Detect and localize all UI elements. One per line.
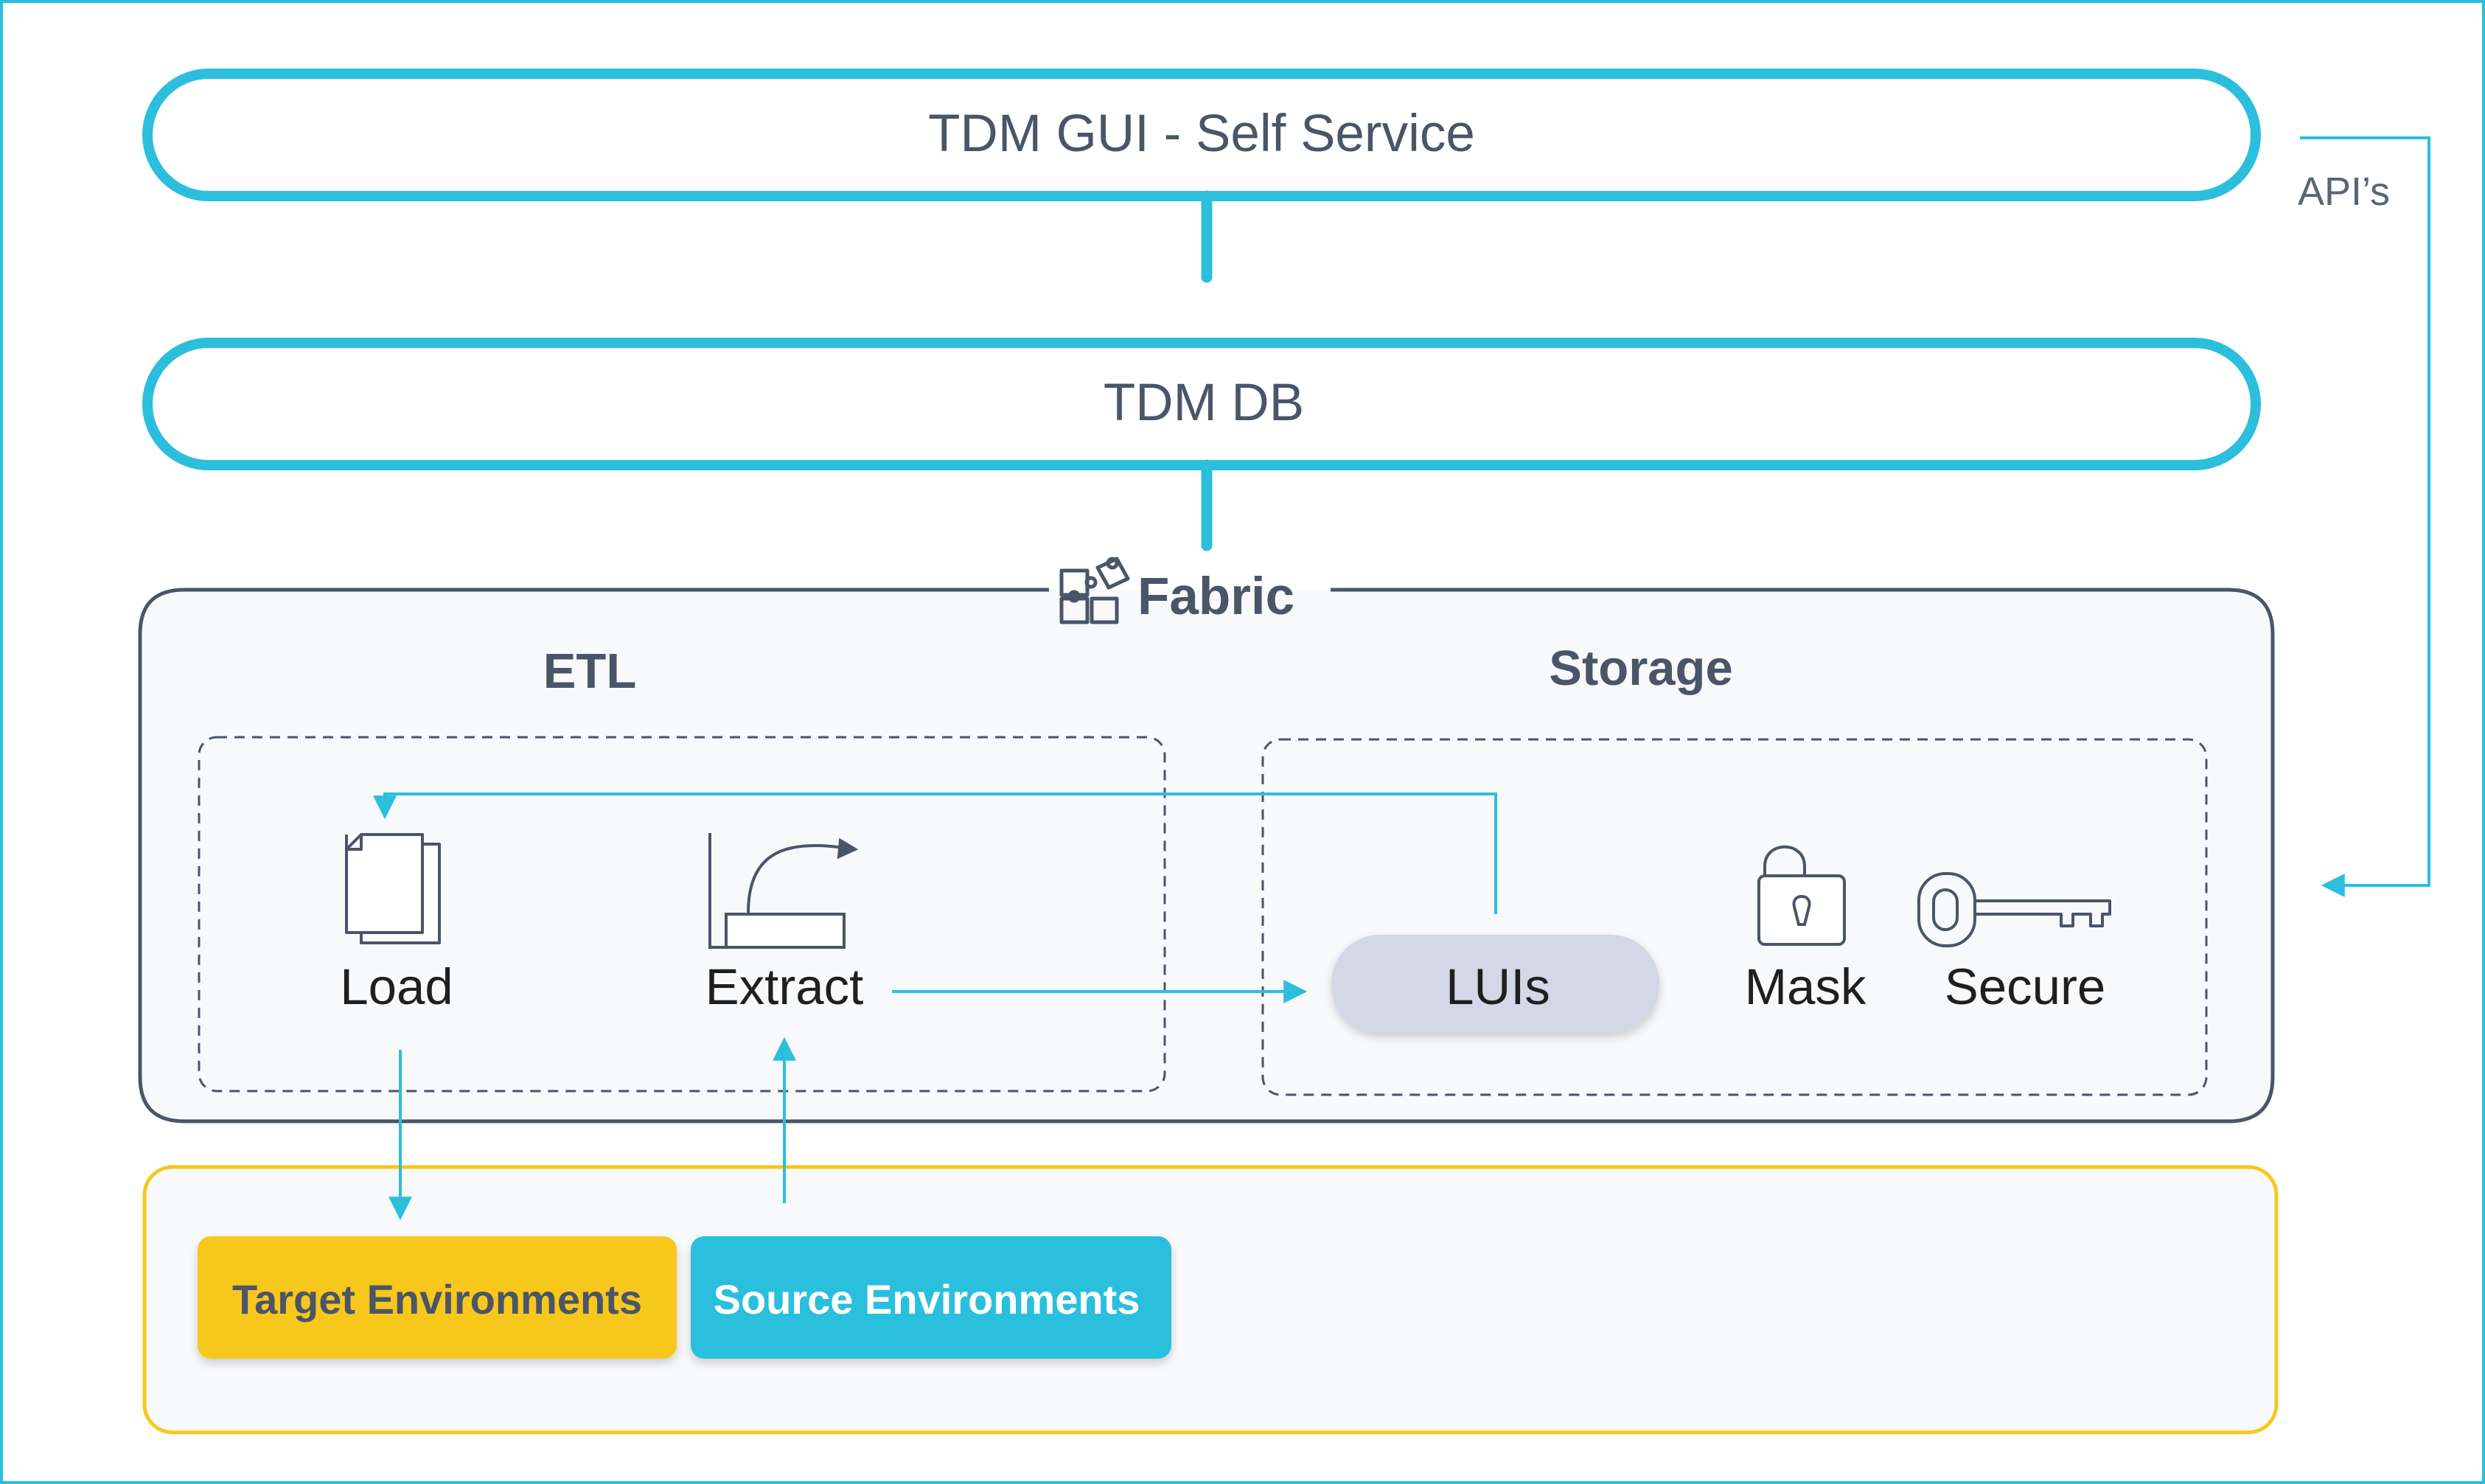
etl-dashed-box [198,736,1166,1093]
tdm-db-label: TDM DB [1104,374,1304,432]
key-icon [1917,872,2111,947]
storage-title: Storage [1549,641,1732,696]
secure-node: Secure [1917,872,2111,1015]
luis-to-load-arrow [373,792,1497,914]
fabric-panel: Fabric [138,557,2275,1124]
apis-connector: API’s [2298,136,2430,897]
luis-label: LUIs [1446,958,1550,1015]
storage-section: Storage [1261,641,2208,1096]
target-environments-box: Target Environments [198,1236,677,1359]
etl-title: ETL [543,644,637,699]
etl-section: ETL [198,644,1166,1093]
tdm-gui-label: TDM GUI - Self Service [928,105,1475,163]
fabric-title: Fabric [1137,568,1294,626]
environments-panel [142,1165,2279,1435]
mask-node: Mask [1745,845,1867,1015]
target-environments-label: Target Environments [232,1276,642,1323]
load-label: Load [340,958,453,1015]
load-node: Load [340,833,453,1015]
documents-icon [345,833,441,944]
extract-label: Extract [705,958,864,1015]
source-environments-box: Source Environments [691,1236,1171,1359]
tdm-gui-box: TDM GUI - Self Service [142,69,2261,201]
storage-dashed-box [1261,738,2208,1096]
padlock-open-icon [1757,845,1846,946]
extract-chart-icon [708,833,859,949]
puzzle-icon [1059,557,1130,624]
tdm-db-box: TDM DB [142,338,2261,470]
luis-node: LUIs [1331,935,1659,1033]
extract-node: Extract [705,833,864,1015]
apis-label: API’s [2298,170,2390,214]
secure-label: Secure [1945,958,2106,1015]
mask-label: Mask [1745,958,1867,1015]
source-environments-label: Source Environments [714,1276,1140,1323]
